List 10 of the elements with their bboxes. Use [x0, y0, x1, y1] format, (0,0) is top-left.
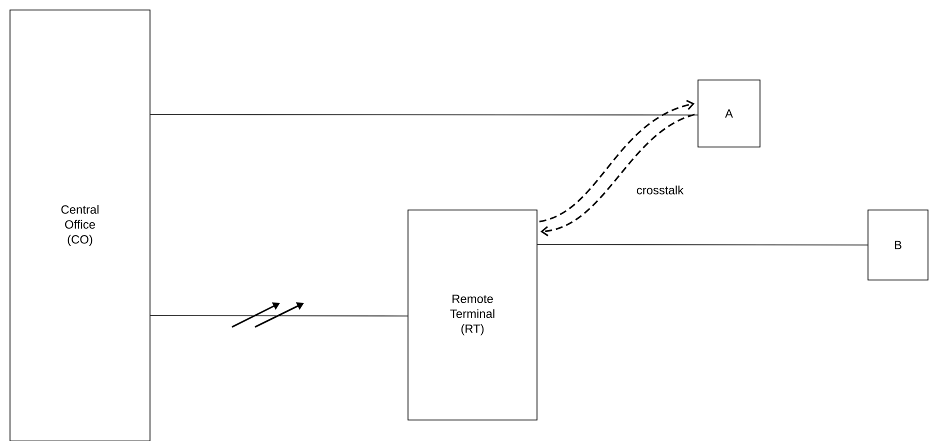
connector	[150, 114, 698, 116]
connector	[150, 315, 408, 316]
box: Remote Terminal (RT)	[408, 210, 538, 420]
connector	[540, 114, 695, 236]
connector	[537, 244, 868, 246]
box: Central Office (CO)	[10, 10, 150, 441]
box: A	[698, 80, 760, 148]
text-label: crosstalk	[635, 184, 685, 196]
box: B	[868, 210, 928, 280]
connector	[539, 100, 695, 222]
